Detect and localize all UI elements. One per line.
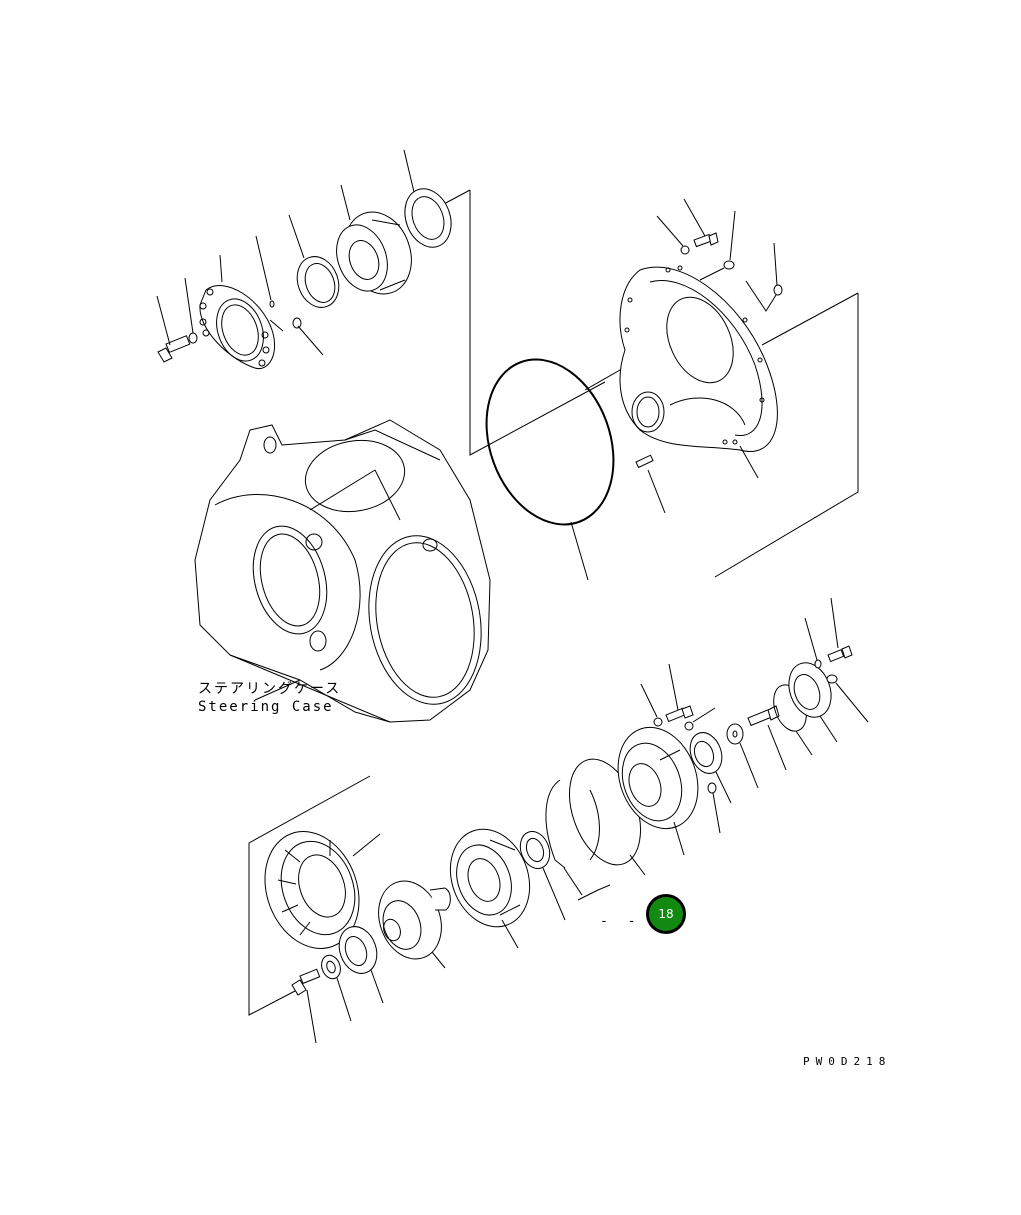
nut-icon (684, 721, 694, 731)
washer-icon (653, 717, 663, 727)
nut-icon (680, 245, 690, 255)
bearing-cage-icon (199, 285, 276, 370)
bevel-pinion-icon (378, 880, 451, 960)
end-cover-icon (788, 662, 832, 718)
washer-icon (726, 723, 744, 745)
tapered-bearing-icon (449, 828, 531, 928)
bolt-icon (747, 705, 780, 727)
bolt-icon (827, 645, 853, 663)
upper-left-bearing-group (156, 149, 606, 456)
cover-housing-icon (619, 265, 778, 452)
nipple-icon (292, 317, 302, 329)
dowel-pin-icon (635, 454, 654, 469)
bevel-gear-icon (264, 831, 360, 949)
callout-badge-number: 18 (658, 907, 674, 921)
bolt-icon (693, 232, 719, 248)
seal-icon (519, 831, 551, 869)
drawing-code: PW0D218 (803, 1055, 892, 1068)
bearing-cup-icon (296, 256, 340, 308)
caption-japanese: ステアリングケース (198, 681, 342, 697)
steering-case-caption: ステアリングケース Steering Case (198, 680, 341, 716)
right-cover-group (485, 198, 859, 581)
bearing-cup-icon (404, 188, 452, 248)
plug-icon (723, 260, 735, 270)
bearing-icon (338, 926, 378, 974)
washer-icon (321, 954, 341, 980)
lower-bevel-gear-group (248, 597, 869, 1044)
caption-english: Steering Case (198, 699, 334, 715)
bolt-icon (665, 705, 694, 723)
callout-dash: - - (600, 914, 642, 929)
o-ring-icon (485, 358, 615, 526)
plug-icon (826, 674, 838, 684)
callout-badge-18[interactable]: 18 (646, 894, 686, 934)
plug-icon (773, 284, 783, 296)
bolt-icon (157, 335, 191, 363)
steering-case-housing (194, 419, 491, 723)
bearing-icon (689, 732, 723, 774)
bolt-icon (291, 968, 321, 996)
bearing-cone-icon (336, 211, 412, 295)
shim-ring-icon (545, 779, 566, 869)
washer-icon (814, 659, 822, 669)
plug-icon (707, 782, 717, 794)
washer-icon (188, 332, 198, 344)
